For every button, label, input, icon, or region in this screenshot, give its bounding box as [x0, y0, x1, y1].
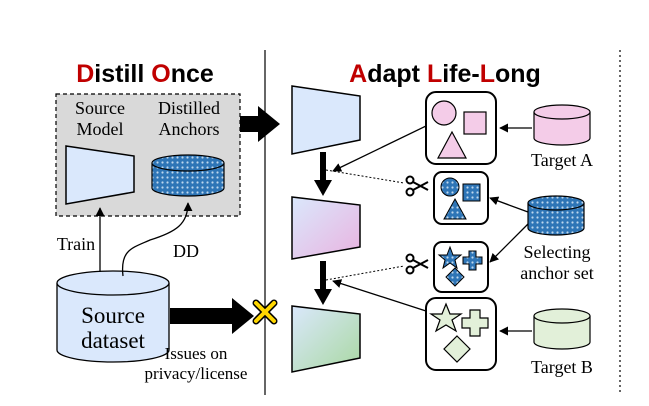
target-b-diamond: [443, 335, 471, 363]
anchor-1-circle: [440, 177, 460, 197]
cross-icon: [252, 299, 278, 325]
target-a-triangle: [436, 130, 468, 159]
blocked-arrow: [170, 298, 254, 334]
selected-anchor-box-2: [433, 241, 489, 293]
distilled-anchors-database-icon: [151, 154, 225, 197]
model-stage-2: [291, 196, 361, 260]
target-a-to-model-arrow: [332, 125, 427, 172]
anchor-2-cross-shape: [462, 250, 483, 271]
target-b-anchor-box: [425, 297, 497, 371]
adapt-arrow-2: [314, 261, 332, 305]
anchor-pool-database-icon: [527, 195, 585, 236]
left-title: Distill Once: [76, 60, 214, 88]
target-a-database-icon: [533, 104, 591, 146]
target-b-database-icon: [533, 308, 591, 350]
source-dataset-label-2: dataset: [81, 328, 145, 353]
anchor-1-triangle: [443, 197, 467, 220]
scissors-icon: [405, 175, 429, 197]
adapt-arrow-1: [314, 152, 332, 196]
distilled-anchors-label-1: Distilled: [158, 98, 220, 118]
selecting-label-1: Selecting: [524, 242, 591, 262]
model-stage-3: [291, 305, 361, 373]
issues-label-1: Issues on: [165, 344, 228, 363]
train-label: Train: [57, 234, 95, 254]
issues-label-2: privacy/license: [145, 364, 248, 383]
distilled-anchors-label-2: Anchors: [159, 119, 220, 139]
anchor-1-square: [462, 183, 481, 202]
select-arrow-1: [489, 196, 529, 213]
target-a-circle: [431, 100, 457, 126]
source-model-label-1: Source: [75, 98, 125, 118]
source-model-shape: [65, 145, 135, 205]
source-dataset-label-1: Source: [81, 303, 145, 328]
select-arrow-2: [489, 223, 529, 263]
anchor-link-2: [325, 265, 405, 281]
target-a-label: Target A: [531, 150, 593, 170]
target-b-cross-shape: [461, 309, 489, 337]
anchor-2-diamond: [445, 267, 465, 287]
target-b-to-model-arrow: [332, 279, 427, 312]
anchor-link-1: [325, 169, 405, 184]
selecting-label-2: anchor set: [520, 263, 593, 283]
dd-label: DD: [173, 241, 199, 261]
target-b-star: [429, 302, 463, 333]
source-model-label-2: Model: [77, 119, 124, 139]
anchor-2-star: [437, 245, 463, 270]
target-b-label: Target B: [531, 357, 593, 377]
right-title: Adapt Life-Long: [349, 60, 541, 88]
source-dataset-database-icon: [56, 270, 170, 363]
dd-arrow: [121, 202, 193, 277]
scissors-icon-2: [405, 253, 429, 275]
model-stage-1: [291, 85, 361, 155]
transfer-arrow: [240, 106, 280, 142]
target-a-square: [463, 111, 487, 135]
